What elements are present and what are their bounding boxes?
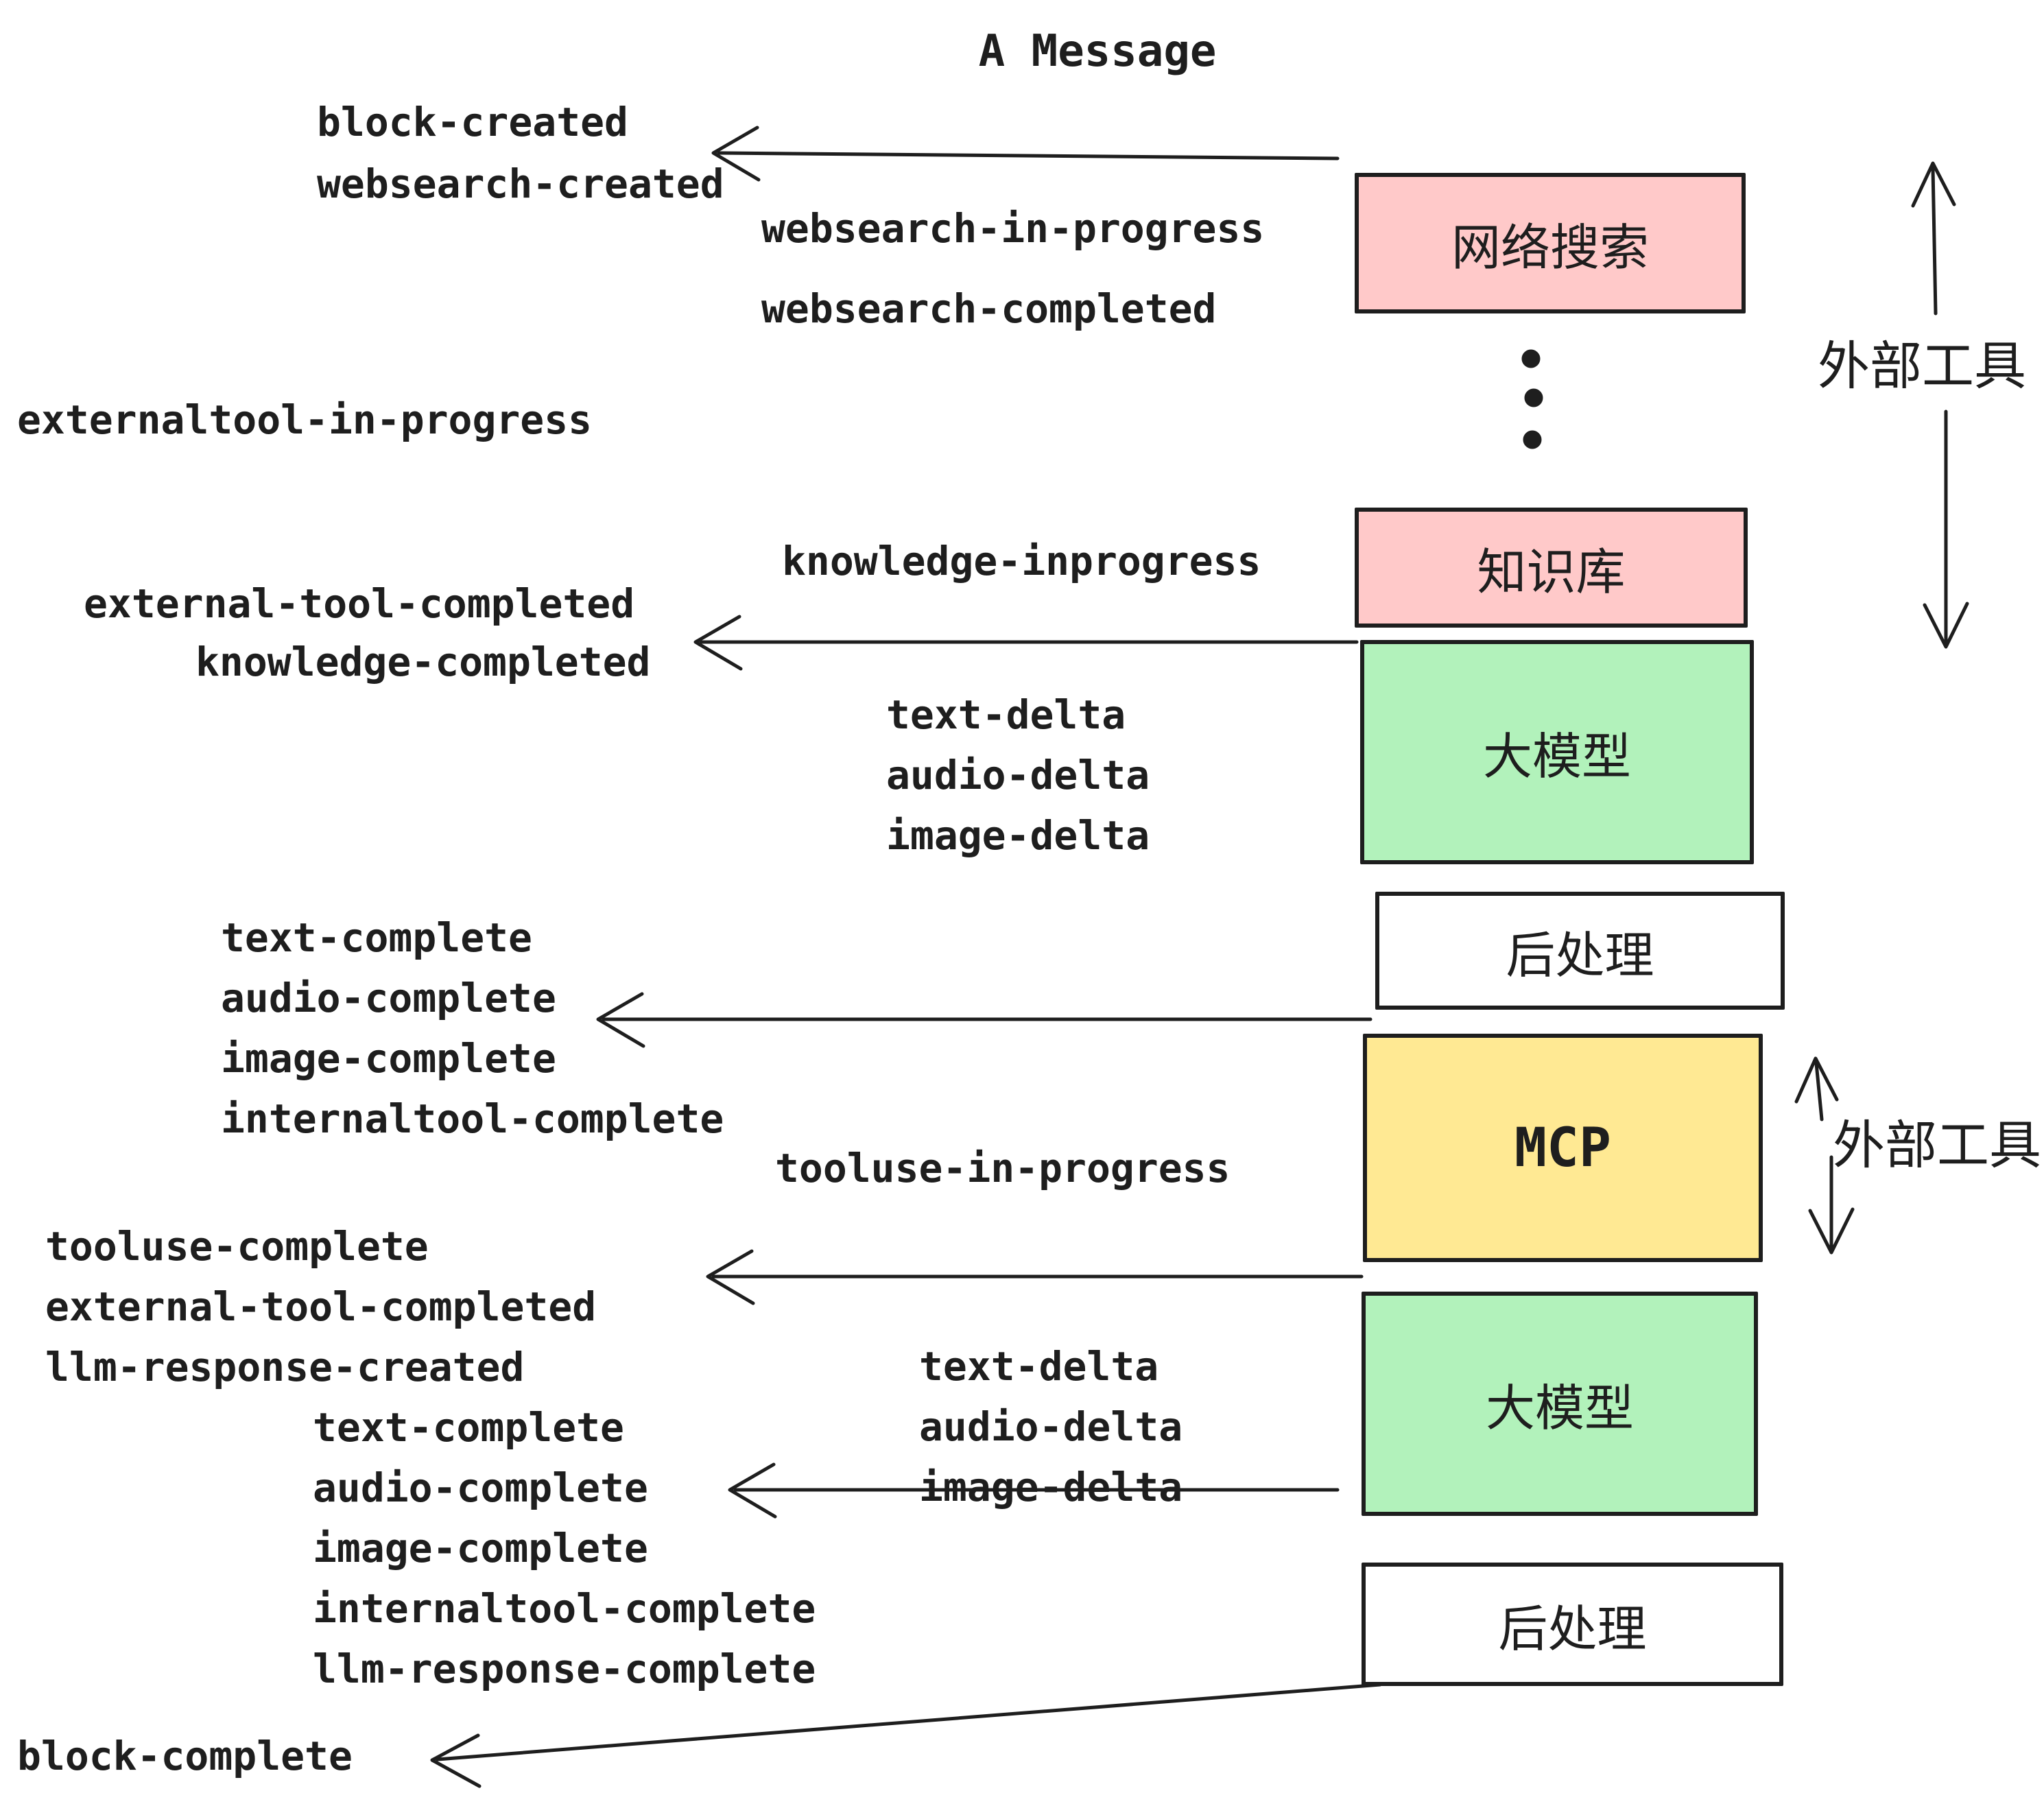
box-llm-1: 大模型 <box>1360 640 1754 864</box>
event-text-complete-1: text-complete <box>221 914 532 961</box>
ellipsis-dots <box>1521 349 1543 449</box>
arrow-websearch-to-block-created <box>711 126 1340 182</box>
event-websearch-in-progress: websearch-in-progress <box>761 205 1265 252</box>
event-audio-delta-1: audio-delta <box>886 752 1150 798</box>
box-websearch: 网络搜索 <box>1355 173 1746 313</box>
event-text-complete-2: text-complete <box>313 1404 624 1451</box>
diagram-title: A Message <box>978 26 1217 77</box>
event-image-complete-2: image-complete <box>313 1525 648 1571</box>
box-llm-2: 大模型 <box>1362 1292 1758 1516</box>
event-text-delta-2: text-delta <box>919 1343 1159 1390</box>
event-image-delta-2: image-delta <box>919 1464 1183 1510</box>
event-internaltool-complete-1: internaltool-complete <box>221 1095 724 1142</box>
event-tooluse-in-progress: tooluse-in-progress <box>775 1145 1231 1191</box>
event-block-created: block-created <box>317 99 628 145</box>
side-label-external-tools-2: 外部工具 <box>1833 1115 2041 1176</box>
arrow-knowledge-to-knowledge-completed <box>693 615 1359 671</box>
event-audio-complete-1: audio-complete <box>221 975 556 1021</box>
event-audio-delta-2: audio-delta <box>919 1403 1183 1450</box>
event-knowledge-inprogress: knowledge-inprogress <box>782 538 1261 584</box>
event-websearch-created: websearch-created <box>317 161 724 207</box>
box-mcp: MCP <box>1363 1034 1763 1262</box>
event-knowledge-completed: knowledge-completed <box>195 639 651 685</box>
box-postprocess-2: 后处理 <box>1362 1563 1783 1686</box>
event-audio-complete-2: audio-complete <box>313 1464 648 1511</box>
event-external-tool-completed: external-tool-completed <box>84 580 635 627</box>
external-tools-up-arrow-1 <box>1911 161 1956 316</box>
external-tools-up-arrow-2 <box>1794 1056 1839 1121</box>
arrow-postprocess1-to-image-complete <box>596 992 1372 1048</box>
side-label-external-tools-1: 外部工具 <box>1818 335 2026 396</box>
event-llm-response-created: llm-response-created <box>45 1344 525 1390</box>
arrow-mcp-to-tooluse-complete <box>706 1249 1364 1305</box>
event-externaltool-in-progress: externaltool-in-progress <box>17 396 593 443</box>
event-external-tool-completed-2: external-tool-completed <box>45 1283 597 1330</box>
event-image-delta-1: image-delta <box>886 812 1150 859</box>
event-websearch-completed: websearch-completed <box>761 285 1217 332</box>
box-postprocess-1: 后处理 <box>1375 892 1785 1010</box>
event-text-delta-1: text-delta <box>886 691 1126 738</box>
event-tooluse-complete: tooluse-complete <box>45 1223 429 1270</box>
event-internaltool-complete-2: internaltool-complete <box>313 1585 816 1632</box>
box-knowledge: 知识库 <box>1355 508 1748 628</box>
event-llm-response-complete: llm-response-complete <box>313 1646 816 1692</box>
event-image-complete-1: image-complete <box>221 1035 556 1082</box>
event-block-complete: block-complete <box>17 1733 353 1779</box>
arrow-postprocess2-to-block-complete <box>430 1683 1382 1788</box>
external-tools-down-arrow-1 <box>1923 410 1969 649</box>
